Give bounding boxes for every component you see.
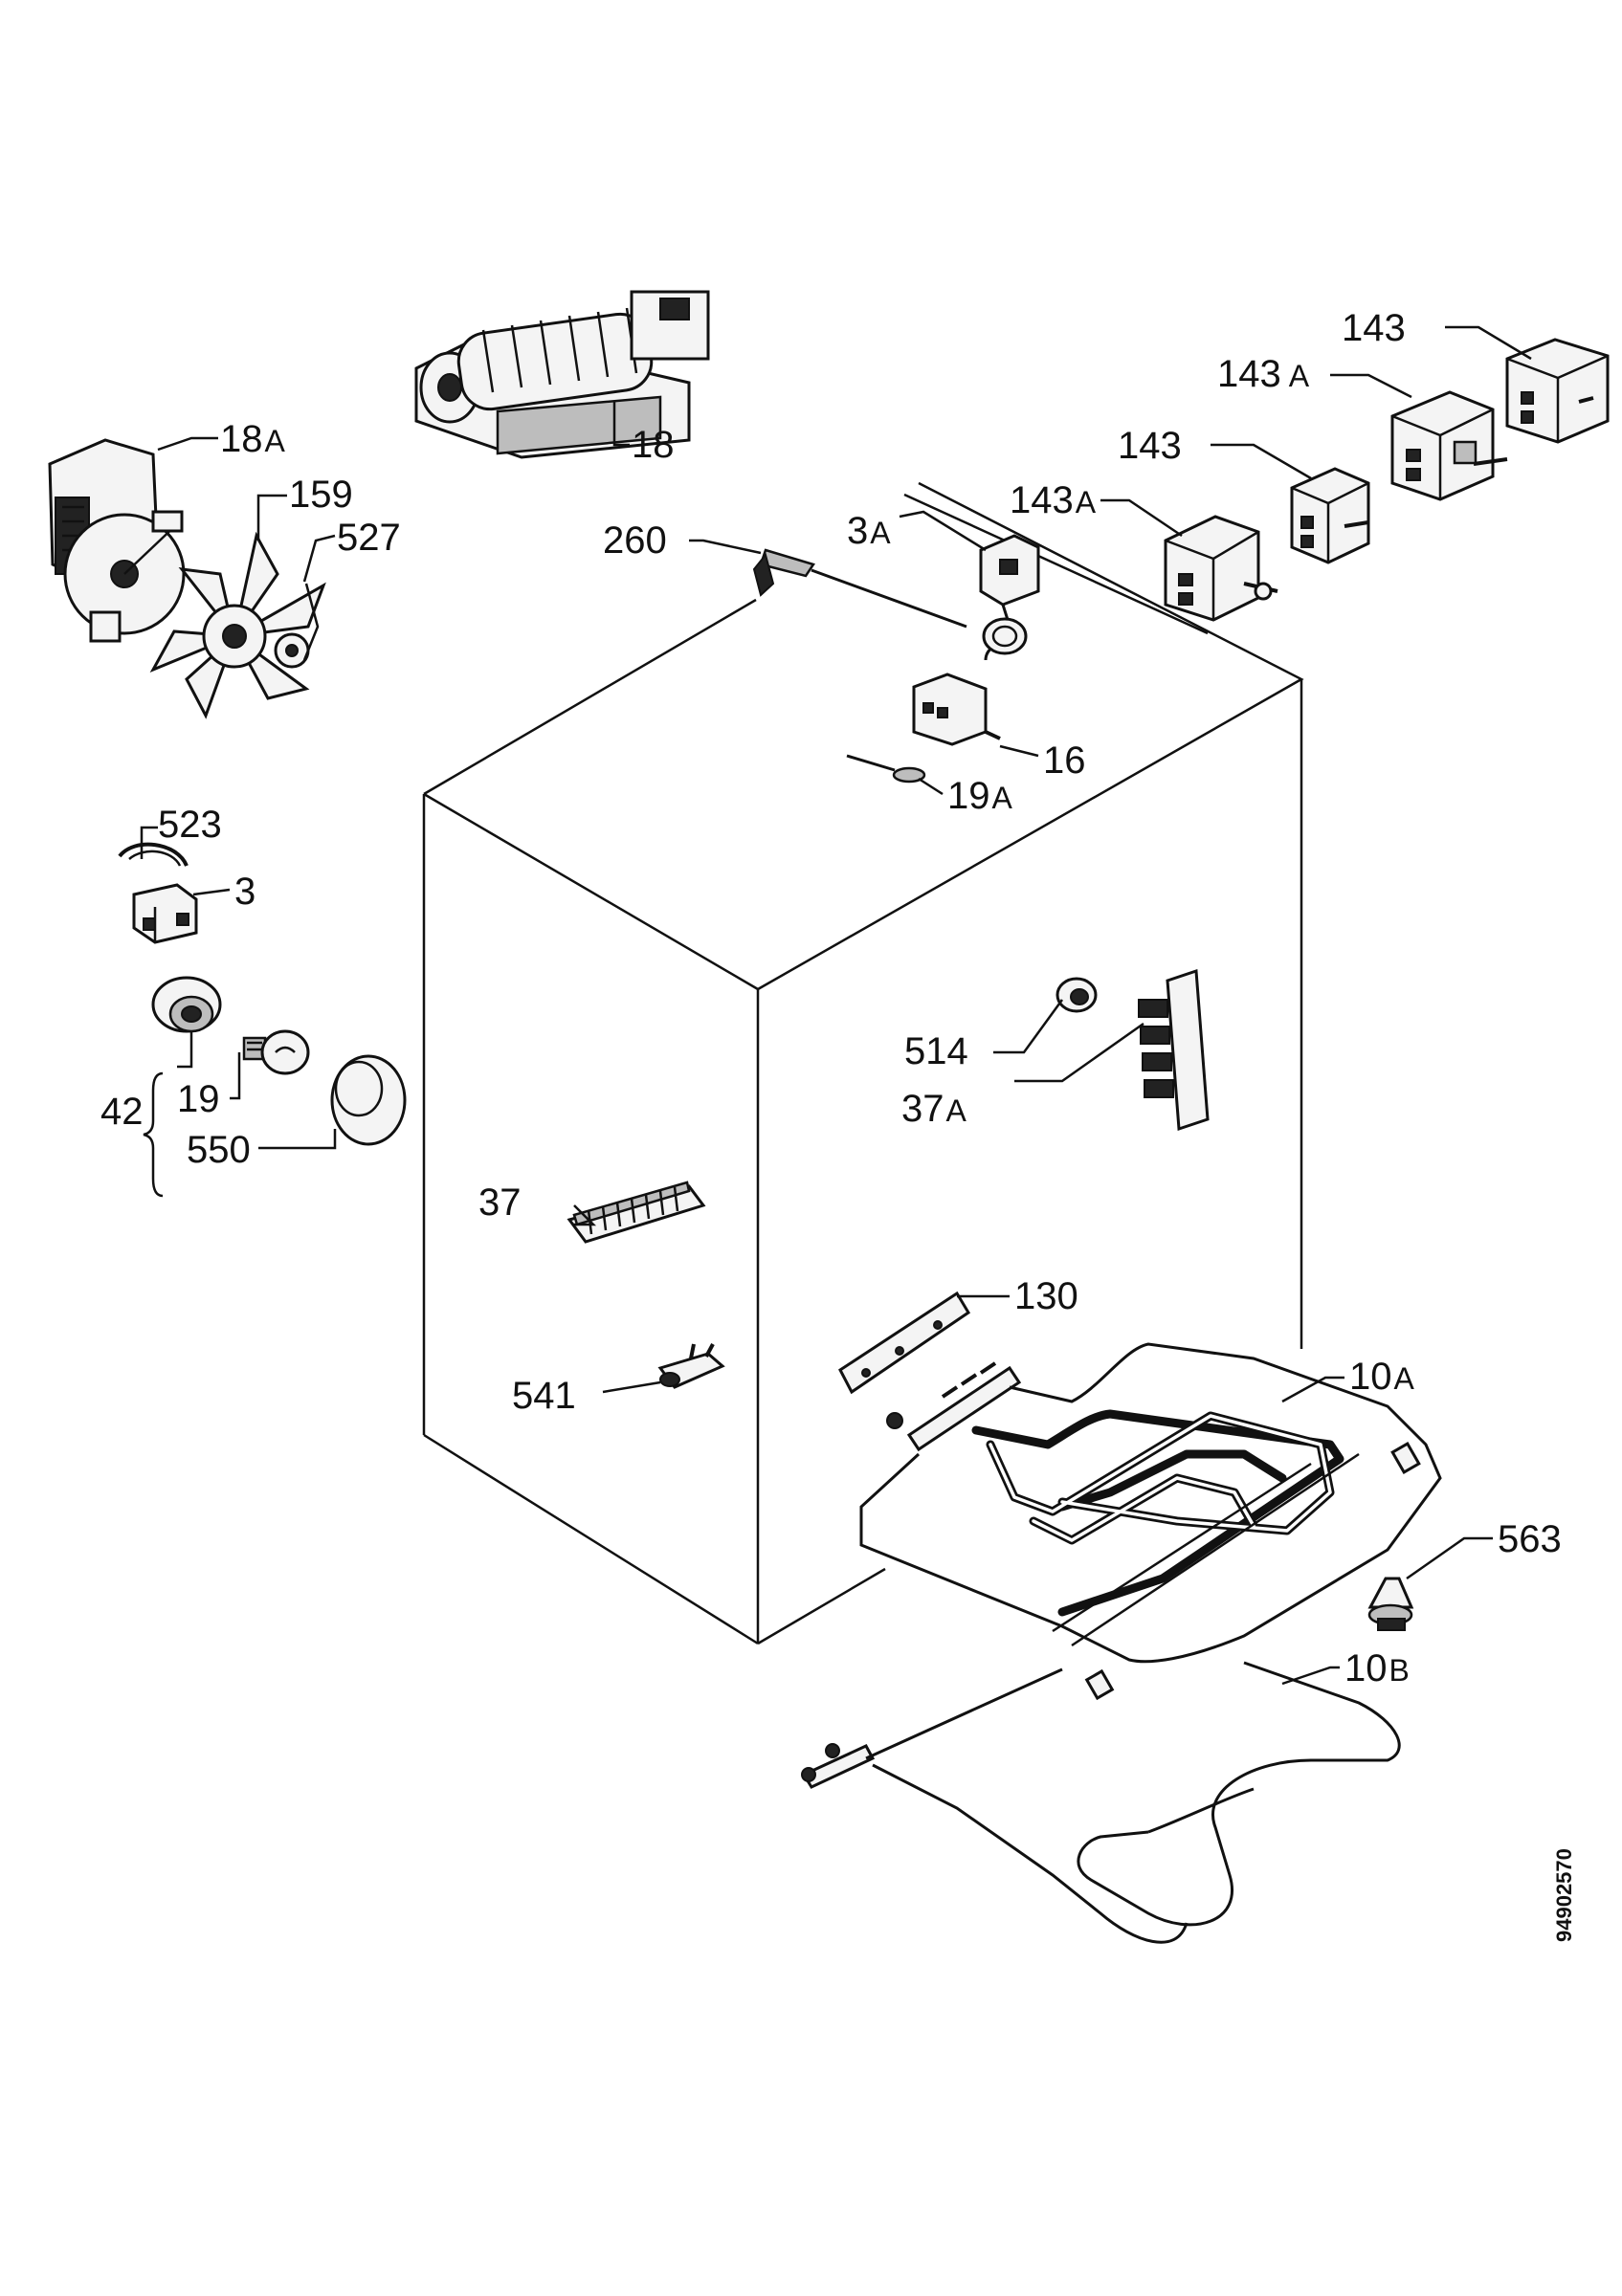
label-37: 37 [478, 1181, 522, 1224]
label-19a: 19A [947, 775, 1013, 817]
fan-nut-part-527 [274, 583, 320, 669]
thermostat-part-3 [132, 883, 198, 944]
label-37a: 37A [901, 1088, 967, 1130]
lamp-cover-part-550 [330, 1054, 407, 1146]
fuse-part-19a [846, 754, 926, 784]
label-523: 523 [158, 804, 222, 846]
terminal-strip-part-37 [567, 1181, 706, 1244]
leader-lines [140, 325, 1532, 1686]
label-130: 130 [1014, 1275, 1078, 1317]
lower-element-part-10b [801, 1661, 1401, 1944]
label-42: 42 [100, 1091, 144, 1133]
label-143-top: 143 [1342, 307, 1406, 349]
oven-cabinet [422, 481, 1304, 1645]
label-10b: 10B [1344, 1647, 1410, 1689]
label-143-mid: 143 [1118, 425, 1182, 467]
label-3a: 3A [847, 510, 891, 552]
label-550: 550 [187, 1129, 251, 1171]
switch-part-143a-upper [1390, 390, 1508, 501]
grommet-part-514 [1055, 977, 1098, 1013]
lamp-bulb-part-19 [242, 1029, 310, 1075]
label-18a: 18A [220, 418, 286, 460]
label-10a: 10A [1349, 1356, 1415, 1398]
switch-part-143-top [1505, 338, 1610, 444]
label-3: 3 [234, 871, 256, 913]
label-527: 527 [337, 517, 401, 559]
label-16: 16 [1043, 740, 1086, 782]
selector-switch-part-16 [912, 673, 1001, 746]
switch-part-143-mid [1290, 467, 1370, 564]
terminal-block-part-37a [1138, 968, 1210, 1132]
label-159: 159 [289, 474, 353, 516]
document-number: 94902570 [1552, 1848, 1576, 1942]
tangential-fan-part-18 [414, 290, 710, 459]
grill-element-part-10a [859, 1342, 1442, 1701]
label-260: 260 [603, 519, 667, 562]
bracket-part-130 [838, 1291, 971, 1395]
clip-part-523 [118, 842, 189, 867]
lamp-holder [151, 976, 222, 1033]
label-514: 514 [904, 1030, 968, 1072]
knob-part-563 [1367, 1577, 1414, 1631]
label-541: 541 [512, 1375, 576, 1417]
sensor-part-260 [752, 548, 967, 629]
connector-part-541 [657, 1343, 725, 1389]
fan-blade-part-159 [149, 531, 326, 719]
fan-motor-part-18a [48, 438, 186, 643]
label-563: 563 [1498, 1518, 1562, 1560]
label-18: 18 [632, 424, 675, 466]
label-19: 19 [177, 1078, 220, 1120]
thermostat-part-3a [979, 534, 1040, 661]
switch-part-143a-lower [1164, 515, 1278, 622]
label-143a-lower: 143A [1010, 479, 1097, 521]
